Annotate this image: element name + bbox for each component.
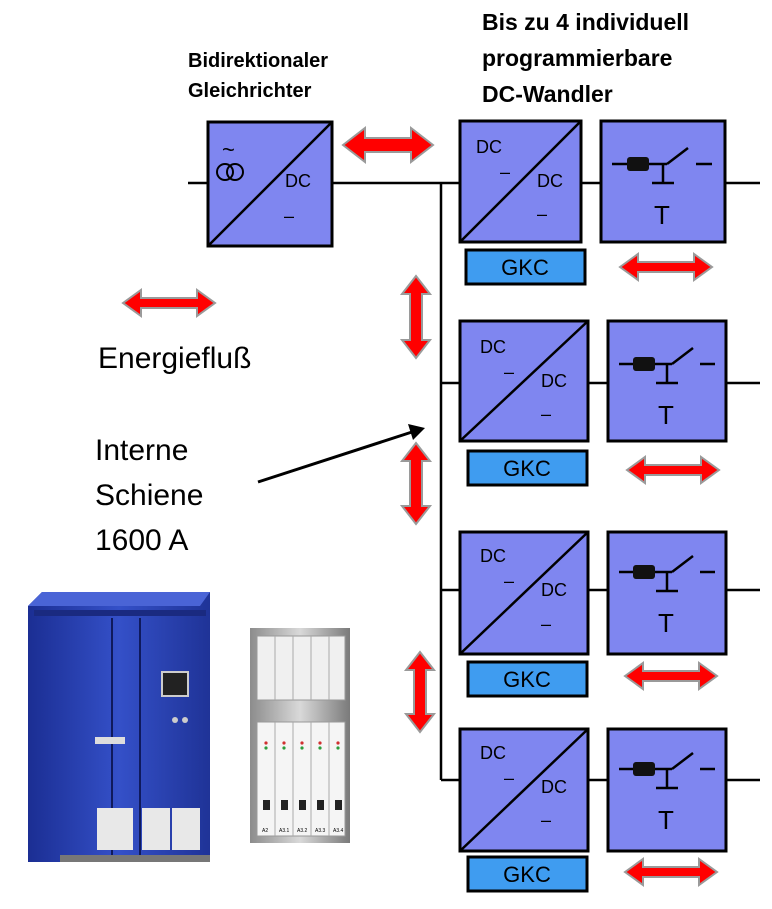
busbar-label-line1: Interne xyxy=(95,434,188,467)
vent-grille xyxy=(97,808,133,850)
ac-symbol: ~ xyxy=(222,137,235,162)
converter-dc-bottom: DC xyxy=(541,371,567,391)
module-label: A3.3 xyxy=(315,828,326,834)
energy-flow-arrow xyxy=(623,661,719,691)
door-handle xyxy=(95,737,125,744)
busbar-label-line2: Schiene xyxy=(95,479,203,512)
converters-title-line2: programmierbare xyxy=(482,45,672,71)
rectifier-block: ~ DC – xyxy=(206,120,334,248)
converter-minus-bottom: – xyxy=(541,404,551,424)
converter-dc-bottom: DC xyxy=(537,171,563,191)
switch-t-label: T xyxy=(658,805,674,835)
switch-t-label: T xyxy=(658,400,674,430)
converter-minus-bottom: – xyxy=(541,614,551,634)
converter-dc-top: DC xyxy=(476,137,502,157)
display-panel xyxy=(161,671,189,697)
cabinet-photo xyxy=(28,592,210,862)
rectifier-title-line1: Bidirektionaler xyxy=(188,50,328,72)
vent-grille xyxy=(142,808,170,850)
switch-box xyxy=(599,119,727,244)
rectifier-dc-label: DC xyxy=(285,171,311,191)
module-label: A3.4 xyxy=(333,828,344,834)
energy-flow-arrow-rectifier xyxy=(341,125,435,165)
gkc-label: GKC xyxy=(503,667,551,692)
pointer-arrow xyxy=(257,424,425,484)
busbar-label-line3: 1600 A xyxy=(95,524,188,557)
converter-dc-bottom: DC xyxy=(541,580,567,600)
switch-t-label: T xyxy=(654,200,670,230)
gkc-box xyxy=(466,660,589,698)
converters-title-line3: DC-Wandler xyxy=(482,81,613,107)
switch-icon xyxy=(619,555,715,593)
switch-box xyxy=(606,727,728,853)
converter-dc-bottom: DC xyxy=(541,777,567,797)
gkc-box xyxy=(464,248,587,286)
gkc-label: GKC xyxy=(503,862,551,887)
module-label: A2 xyxy=(262,828,268,834)
converter-minus-mid: – xyxy=(504,362,514,382)
switch-icon xyxy=(612,147,712,185)
busbar-flow-arrows xyxy=(399,274,437,734)
converters-title-line1: Bis zu 4 individuell xyxy=(482,9,689,35)
switch-t-label: T xyxy=(658,608,674,638)
converter-dc-top: DC xyxy=(480,743,506,763)
converter-minus-mid: – xyxy=(500,162,510,182)
vent-grille xyxy=(172,808,200,850)
energy-flow-arrow xyxy=(625,455,721,485)
energy-flow-arrow-vertical xyxy=(403,650,437,734)
switch-icon xyxy=(619,347,715,385)
switch-box xyxy=(606,530,728,656)
transformer-icon xyxy=(216,163,234,181)
energy-flow-arrow xyxy=(618,252,714,282)
converter-row-2: DC – DC – T GKC xyxy=(458,319,728,487)
converter-row-3: DC – DC – T GKC xyxy=(458,530,728,698)
converter-minus-bottom: – xyxy=(537,204,547,224)
module-label: A3.1 xyxy=(279,828,290,834)
converter-dc-top: DC xyxy=(480,337,506,357)
gkc-box xyxy=(466,449,589,487)
energy-flow-arrow xyxy=(623,857,719,887)
converter-row-1: DC – DC – T GKC xyxy=(458,119,727,286)
energy-flow-arrow-vertical xyxy=(399,441,433,526)
gkc-box xyxy=(466,855,589,893)
energy-flow-arrow-vertical xyxy=(399,274,433,360)
converter-minus-mid: – xyxy=(504,768,514,788)
converter-minus-mid: – xyxy=(504,571,514,591)
rectifier-title-line2: Gleichrichter xyxy=(188,80,312,102)
legend-arrow-icon xyxy=(121,288,217,318)
converter-minus-bottom: – xyxy=(541,810,551,830)
gkc-label: GKC xyxy=(501,255,549,280)
module-label: A3.2 xyxy=(297,828,308,834)
converter-dc-top: DC xyxy=(480,546,506,566)
converter-row-4: DC – DC – T GKC xyxy=(458,727,728,893)
legend-energy-flow: Energiefluß xyxy=(98,342,251,375)
module-rack-photo: A2 A3.1 A3.2 A3.3 A3.4 xyxy=(250,628,350,843)
switch-icon xyxy=(619,752,715,790)
rectifier-minus: – xyxy=(284,206,294,226)
gkc-label: GKC xyxy=(503,456,551,481)
